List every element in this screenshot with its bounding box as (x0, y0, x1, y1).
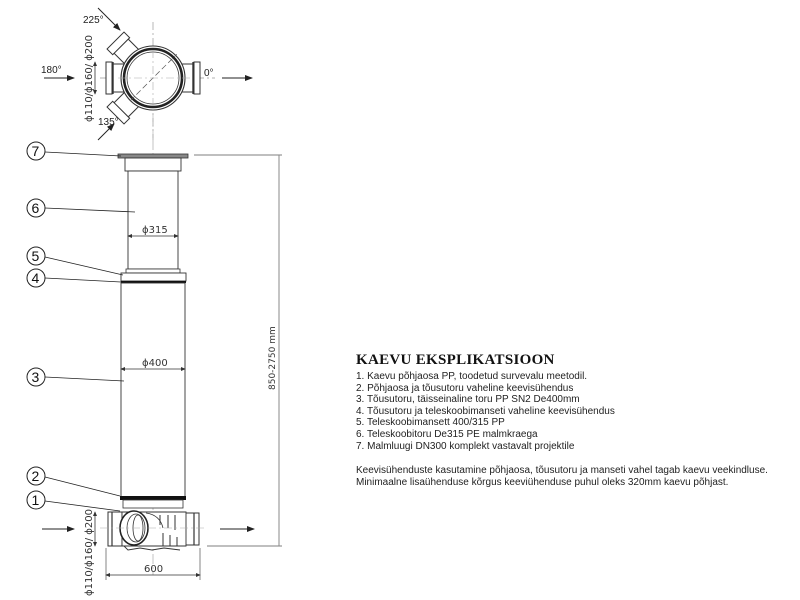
svg-text:4: 4 (32, 270, 40, 286)
legend-item: 7. Malmluugi DN300 komplekt vastavalt pr… (356, 440, 575, 452)
diameter-315-dim: ϕ315 (142, 225, 168, 236)
svg-text:2: 2 (32, 468, 40, 484)
base-diameter-dim: ϕ110/ϕ160/ ϕ200 (84, 509, 95, 596)
svg-text:6: 6 (32, 200, 40, 216)
callouts: 7 6 5 4 3 2 1 (26, 141, 136, 512)
legend-item: 4. Tõusutoru ja teleskoobimanseti vaheli… (356, 405, 615, 417)
riser-pipe (120, 282, 186, 498)
callout-6: 6 (26, 198, 136, 218)
bottom-weld (120, 496, 186, 500)
callout-1: 1 (26, 490, 121, 512)
svg-text:7: 7 (32, 143, 40, 159)
svg-text:3: 3 (32, 369, 40, 385)
telescopic-pipe (127, 170, 179, 270)
legend-item: 1. Kaevu põhjaosa PP, toodetud survevalu… (356, 371, 588, 382)
angle-225-label: 225° (83, 15, 104, 26)
legend-list: 1. Kaevu põhjaosa PP, toodetud survevalu… (356, 371, 796, 452)
note-min-connection-height: Minimaalne lisaühenduse kõrgus keeviühen… (356, 477, 729, 489)
legend-item: 3. Tõusutoru, täisseinaline toru PP SN2 … (356, 394, 580, 406)
svg-text:1: 1 (32, 492, 40, 508)
legend-panel: KAEVU EKSPLIKATSIOON 1. Kaevu põhjaosa P… (356, 352, 796, 489)
legend-title: KAEVU EKSPLIKATSIOON (356, 352, 555, 368)
svg-text:5: 5 (32, 248, 40, 264)
top-view: 225° 180° 0° 135° ϕ110/ϕ160/ ϕ200 (41, 7, 253, 141)
legend-item: 5. Teleskoobimansett 400/315 PP (356, 417, 505, 429)
base-width-dim: 600 (144, 564, 163, 575)
note-watertightness: Keevisühenduste kasutamine põhjaosa, tõu… (356, 465, 768, 477)
callout-7: 7 (26, 141, 122, 161)
top-view-diameter-dim: ϕ110/ϕ160/ ϕ200 (84, 35, 95, 122)
callout-4: 4 (26, 268, 122, 288)
legend-item: 6. Teleskoobitoru De315 PE malmkraega (356, 428, 538, 440)
legend-notes: Keevisühenduste kasutamine põhjaosa, tõu… (356, 465, 796, 489)
callout-3: 3 (26, 367, 125, 387)
manhole-cover (117, 153, 189, 159)
legend-item: 2. Põhjaosa ja tõusutoru vaheline keevis… (356, 382, 574, 394)
telescopic-sleeve (120, 272, 187, 282)
height-range-dim: 850-2750 mm (268, 326, 278, 390)
diameter-400-dim: ϕ400 (142, 358, 168, 369)
manhole-base (100, 510, 205, 551)
angle-180-label: 180° (41, 65, 62, 76)
angle-0-label: 0° (204, 68, 214, 79)
elevation-view: ϕ315 ϕ400 (42, 140, 282, 596)
callout-2: 2 (26, 466, 121, 497)
callout-5: 5 (26, 246, 124, 276)
angle-135-label: 135° (98, 117, 119, 128)
